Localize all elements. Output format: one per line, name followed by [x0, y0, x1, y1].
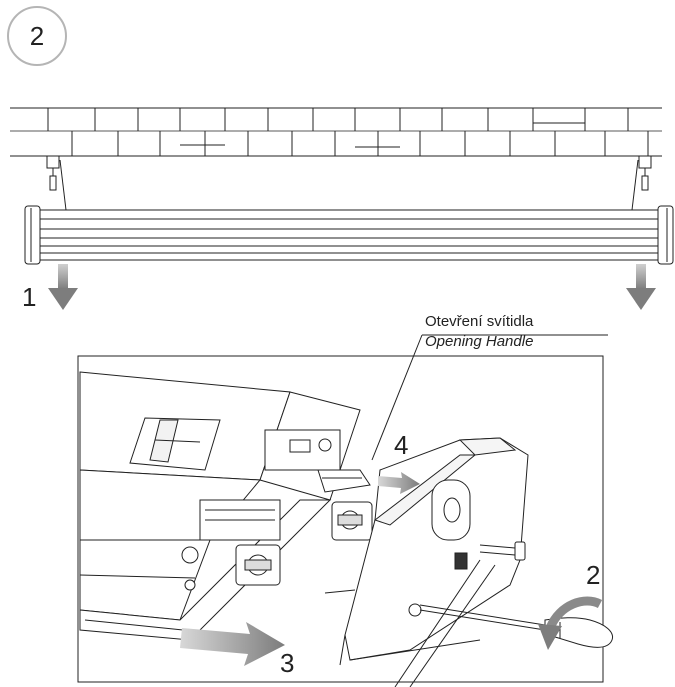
- down-arrow-right: [626, 264, 656, 310]
- detail-frame: [77, 355, 604, 683]
- callout-title-en: Opening Handle: [425, 333, 533, 350]
- detail-end-cap: [339, 437, 529, 666]
- step-label-1: 1: [22, 282, 36, 312]
- pull-arrow: [180, 622, 285, 666]
- ceiling-mount-right: [631, 155, 652, 211]
- open-arrow: [378, 472, 420, 494]
- luminaire: [24, 205, 674, 265]
- rotation-arrow: [538, 596, 603, 650]
- screwdriver: [419, 604, 614, 648]
- step-badge-number: 2: [30, 21, 44, 51]
- guide-lines: [394, 559, 496, 687]
- callout-title-cz: Otevření svítidla: [425, 313, 534, 330]
- down-arrow-left: [48, 264, 78, 310]
- step-label-4: 4: [394, 430, 408, 460]
- ceiling-mount-left: [46, 155, 67, 211]
- step-label-2: 2: [586, 560, 600, 590]
- detail-luminaire-body: [79, 371, 373, 641]
- step-label-3: 3: [280, 648, 294, 678]
- ceiling: [10, 107, 662, 157]
- screw: [324, 541, 526, 617]
- step-badge: 2: [7, 6, 67, 66]
